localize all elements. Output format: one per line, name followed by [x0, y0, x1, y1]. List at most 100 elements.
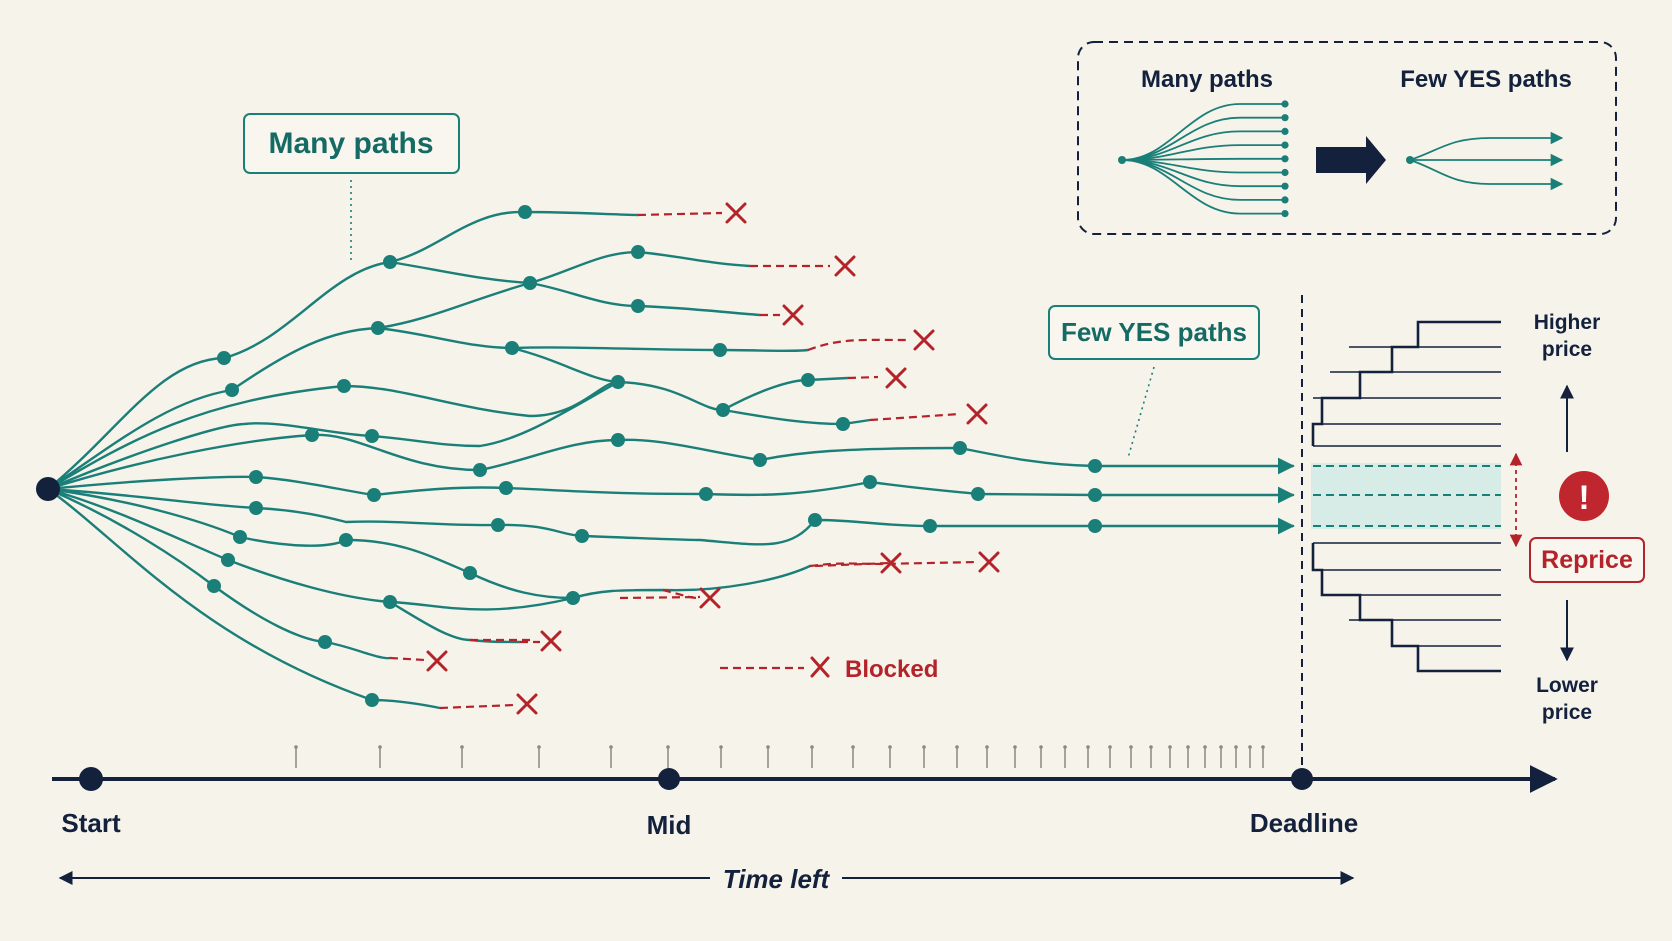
price-axis: Higher price Lower price: [1534, 311, 1601, 724]
path-line: [510, 346, 620, 384]
mid-marker: [658, 768, 680, 790]
path-node: [1088, 459, 1102, 473]
blocked-dash: [637, 211, 723, 217]
path-node: [1088, 519, 1102, 533]
path-node: [753, 453, 767, 467]
reprice-indicator: ! Reprice: [1509, 452, 1645, 583]
path-node: [305, 428, 319, 442]
inset-path-end: [1281, 127, 1289, 135]
inset-path-end: [1281, 141, 1289, 149]
inset-path-end: [1281, 196, 1289, 204]
blocked-legend-label: Blocked: [845, 656, 938, 683]
path-line: [46, 487, 575, 611]
timeline-tick-dot: [1129, 745, 1133, 749]
path-node: [953, 441, 967, 455]
inset-path-end: [1281, 182, 1289, 190]
lower-price-label-2: price: [1542, 701, 1592, 724]
timeline-tick-dot: [955, 745, 959, 749]
timeline-tick-dot: [1108, 745, 1112, 749]
deadline-marker: [1291, 768, 1313, 790]
lower-price-label-1: Lower: [1536, 674, 1598, 697]
yes-path-line: [46, 475, 1295, 504]
path-line: [388, 600, 522, 644]
path-node: [233, 530, 247, 544]
timeline-ticks: [294, 745, 1265, 768]
path-node: [217, 351, 231, 365]
inset-path-end: [1281, 210, 1289, 218]
path-line: [46, 376, 850, 491]
path-node: [808, 513, 822, 527]
path-node: [367, 488, 381, 502]
many-paths-label: Many paths: [268, 127, 433, 160]
path-line: [46, 487, 442, 710]
blocked-x-icon: [699, 587, 721, 609]
blocked-x-icon: [966, 403, 988, 425]
start-marker: [79, 767, 103, 791]
inset-path-end: [1281, 155, 1289, 163]
inset-many-paths-label: Many paths: [1141, 66, 1273, 93]
timeline-tick-dot: [1063, 745, 1067, 749]
blocked-dash: [809, 560, 979, 568]
blocked-x-icon: [516, 693, 538, 715]
blocked-dash: [807, 338, 911, 352]
many-paths-callout: Many paths: [243, 113, 460, 262]
timeline-tick-dot: [851, 745, 855, 749]
blocked-dash: [847, 375, 879, 380]
path-line: [528, 281, 762, 317]
path-node: [221, 553, 235, 567]
alert-glyph: !: [1578, 479, 1589, 517]
summary-inset: Many paths Few YES paths: [1077, 41, 1617, 235]
timeline-tick-dot: [1086, 745, 1090, 749]
path-node: [339, 533, 353, 547]
path-node: [713, 343, 727, 357]
path-node: [611, 433, 625, 447]
timeline-tick-dot: [985, 745, 989, 749]
path-node: [611, 375, 625, 389]
inset-path-line: [1121, 157, 1284, 161]
deadline-label: Deadline: [1250, 808, 1358, 838]
higher-price-label-2: price: [1542, 338, 1592, 361]
inset-path-end: [1281, 168, 1289, 177]
path-line: [46, 487, 392, 660]
path-node: [923, 519, 937, 533]
path-line: [46, 210, 640, 491]
path-node: [463, 566, 477, 580]
timeline-tick-dot: [1234, 745, 1238, 749]
timeline-tick-dot: [537, 745, 541, 749]
blocked-x-icon: [782, 304, 804, 326]
path-node: [575, 529, 589, 543]
path-node: [371, 321, 385, 335]
path-line: [376, 281, 532, 330]
timeline-tick-dot: [460, 745, 464, 749]
path-node: [491, 518, 505, 532]
reprice-label: Reprice: [1541, 546, 1633, 574]
timeline-tick-dot: [922, 745, 926, 749]
price-distribution: [1311, 320, 1501, 673]
path-node: [631, 245, 645, 259]
yes-path-line: [46, 433, 1295, 491]
blocked-x-icon: [834, 255, 856, 277]
path-node: [518, 205, 532, 219]
path-node: [249, 501, 263, 515]
timeline-tick-dot: [666, 745, 670, 749]
timeline-tick-dot: [294, 745, 298, 749]
alert-icon: !: [1559, 471, 1609, 521]
inset-path-line: [1121, 159, 1284, 201]
start-node: [36, 477, 60, 501]
timeline-tick-dot: [810, 745, 814, 749]
path-node: [225, 383, 239, 397]
blocked-dash: [439, 703, 516, 710]
blocked-dash: [869, 412, 961, 422]
inset-path-line: [1121, 159, 1284, 215]
timeline-tick-dot: [378, 745, 382, 749]
path-node: [207, 579, 221, 593]
path-node: [863, 475, 877, 489]
timeline-tick-dot: [1149, 745, 1153, 749]
path-tree: [46, 210, 1295, 710]
time-left-label: Time left: [723, 864, 831, 894]
path-node: [365, 693, 379, 707]
distribution-step-outline: [1311, 320, 1501, 673]
timeline-tick-dot: [609, 745, 613, 749]
path-node: [631, 299, 645, 313]
arrow-right-icon: [1316, 136, 1386, 184]
